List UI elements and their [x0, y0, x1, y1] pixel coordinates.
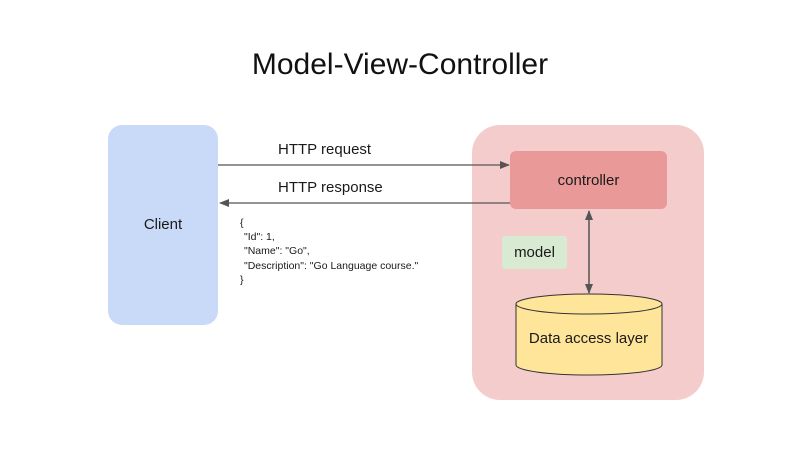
json-line: }: [240, 273, 244, 286]
client-label: Client: [143, 216, 183, 233]
controller-box: controller: [510, 151, 667, 209]
http-response-label: HTTP response: [278, 179, 383, 196]
model-label: model: [514, 244, 555, 261]
client-box: [108, 125, 218, 325]
json-payload: { "Id": 1, "Name": "Go", "Description": …: [240, 216, 418, 287]
http-request-label: HTTP request: [278, 141, 372, 158]
json-line: "Description": "Go Language course.": [244, 259, 419, 272]
diagram-title: Model-View-Controller: [251, 48, 549, 81]
database-cylinder: [515, 293, 663, 376]
controller-label: controller: [557, 171, 620, 189]
json-line: "Name": "Go",: [244, 245, 310, 258]
model-box: model: [502, 236, 567, 269]
json-line: "Id": 1,: [244, 231, 275, 244]
json-line: {: [240, 217, 244, 229]
data-access-layer-label: Data access layer: [528, 330, 649, 347]
